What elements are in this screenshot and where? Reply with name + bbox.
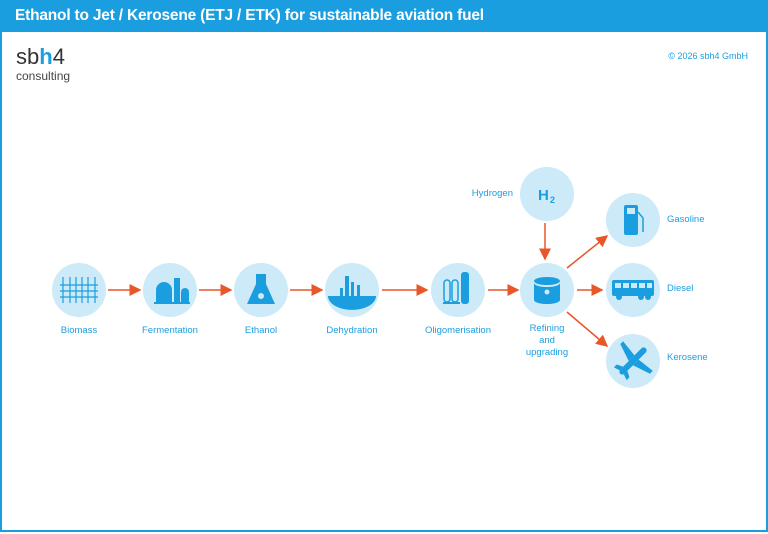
label-ethanol: Ethanol bbox=[244, 325, 278, 336]
airplane-icon bbox=[613, 341, 653, 381]
flask-icon bbox=[247, 274, 275, 304]
label-refining-line2: and bbox=[539, 335, 555, 346]
label-biomass: Biomass bbox=[60, 325, 98, 336]
arrow-refining-kerosene bbox=[566, 311, 609, 347]
hydrogen-node bbox=[520, 167, 574, 221]
label-dehydration: Dehydration bbox=[326, 325, 378, 336]
label-diesel: Diesel bbox=[667, 283, 694, 294]
arrows bbox=[108, 223, 609, 347]
label-gasoline: Gasoline bbox=[667, 214, 705, 225]
label-refining-line1: Refining bbox=[529, 323, 565, 334]
refinery-icon bbox=[328, 276, 376, 310]
label-fermentation: Fermentation bbox=[142, 325, 198, 336]
label-refining: Refining and upgrading bbox=[492, 323, 602, 359]
h2-subscript: 2 bbox=[550, 195, 555, 205]
wheat-icon bbox=[60, 277, 98, 303]
label-refining-line3: upgrading bbox=[525, 347, 569, 358]
logo-subtitle: consulting bbox=[16, 69, 71, 83]
storage-tank-icon bbox=[534, 277, 560, 304]
factory-icon bbox=[154, 278, 190, 304]
tanks-icon bbox=[443, 272, 469, 304]
fuel-pump-icon bbox=[624, 205, 644, 235]
logo: sbh4 consulting bbox=[16, 44, 71, 84]
copyright: © 2026 sbh4 GmbH bbox=[668, 51, 748, 61]
page-title: Ethanol to Jet / Kerosene (ETJ / ETK) fo… bbox=[15, 7, 484, 24]
label-kerosene: Kerosene bbox=[667, 352, 708, 363]
biomass-node bbox=[52, 263, 106, 317]
logo-prefix: sb bbox=[16, 44, 40, 69]
bus-icon bbox=[612, 280, 654, 300]
arrow-refining-gasoline bbox=[566, 235, 609, 269]
h2-symbol: H bbox=[538, 187, 549, 204]
label-hydrogen: Hydrogen bbox=[471, 188, 513, 199]
logo-highlight: h bbox=[39, 44, 53, 69]
label-oligomerisation: Oligomerisation bbox=[425, 325, 491, 336]
header-bar: Ethanol to Jet / Kerosene (ETJ / ETK) fo… bbox=[0, 0, 768, 32]
logo-suffix: 4 bbox=[52, 44, 65, 69]
